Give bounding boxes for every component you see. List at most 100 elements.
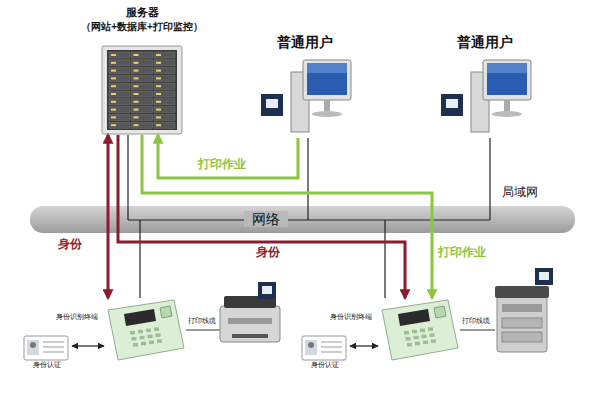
server-light [156, 70, 161, 72]
print-job-flow [158, 135, 298, 178]
server-slot [154, 83, 175, 89]
server-slot [154, 99, 175, 105]
pc-screen-glare [487, 63, 527, 73]
print-job-icon [441, 94, 463, 116]
printer-body [220, 306, 280, 342]
print-job-icon [261, 94, 283, 116]
server-light [134, 109, 139, 111]
id-card: 身份认证 [300, 332, 350, 372]
server-slot [109, 122, 130, 128]
id-card: 身份认证 [22, 332, 72, 372]
id-card-line [321, 347, 342, 348]
cable-label: 打印线缆 [462, 317, 490, 325]
terminal-body [108, 300, 184, 360]
terminal-key [141, 342, 146, 346]
network-link [384, 233, 385, 298]
server-light [134, 101, 139, 103]
server-slot [109, 114, 130, 120]
network-name: 局域网 [502, 186, 538, 200]
node-title: 身份识别终端 [28, 313, 98, 321]
server-slot [132, 107, 153, 113]
icon-paper [262, 286, 272, 294]
print-job-paper [446, 99, 458, 108]
lan-drop [307, 206, 308, 220]
server-light [156, 54, 161, 56]
node-title: 网络 [244, 211, 288, 227]
terminal-key [146, 329, 151, 333]
pc-monitor [483, 60, 531, 100]
server-slot [154, 91, 175, 97]
terminal-key [407, 343, 412, 347]
flow-label: 打印作业 [438, 246, 486, 260]
printer-scanner [495, 286, 549, 298]
server-light [156, 62, 161, 64]
server-light [111, 124, 116, 126]
terminal-key [420, 329, 425, 333]
network-link [489, 138, 490, 206]
terminal-key [157, 339, 162, 343]
network-link [350, 345, 378, 346]
server-slot [109, 60, 130, 66]
server-light [156, 101, 161, 103]
server-slot [109, 91, 130, 97]
network-link [127, 135, 128, 206]
term-drawing [104, 298, 186, 362]
node-title: 身份识别终端 [302, 313, 372, 321]
server-slot [154, 75, 175, 81]
terminal-key [133, 343, 138, 347]
terminal-key [138, 330, 143, 334]
server-light [134, 93, 139, 95]
node-title: 服务器 [92, 6, 192, 19]
terminal-key [140, 336, 145, 340]
server-slot [109, 52, 130, 58]
terminal-key [430, 333, 435, 337]
server-slot [132, 114, 153, 120]
id-card-line [43, 347, 64, 348]
pc-base [492, 111, 522, 117]
printer-tray [502, 304, 542, 312]
terminal-key [406, 337, 411, 341]
flow-label: 身份 [256, 246, 280, 260]
print-job-icon [258, 282, 276, 299]
server-light [111, 101, 116, 103]
id-card-photo [27, 340, 39, 355]
server-light [156, 77, 161, 79]
server-node: 服务器（网站+数据库+打印监控） [92, 6, 192, 135]
flow-label: 身份 [58, 238, 82, 252]
server-light [134, 70, 139, 72]
server-light [134, 85, 139, 87]
pc-screen-glare [307, 63, 347, 73]
terminal-screen [124, 309, 156, 326]
server-light [111, 70, 116, 72]
server-slot [132, 99, 153, 105]
node-title: 身份认证 [295, 361, 355, 369]
server-slot [109, 83, 130, 89]
printer-cable [460, 330, 495, 331]
id-card-head [30, 342, 36, 348]
server-light [111, 85, 116, 87]
server-light [134, 54, 139, 56]
printer-drawer [502, 332, 542, 342]
cable-label: 打印线缆 [188, 317, 216, 325]
terminal-key [423, 341, 428, 345]
server-light [111, 77, 116, 79]
server-light [111, 109, 116, 111]
pc-monitor [303, 60, 351, 100]
printer-symbol [220, 296, 280, 342]
terminal-screen [398, 309, 430, 326]
id-terminal: 身份识别终端 [378, 298, 460, 362]
term-drawing [378, 298, 460, 362]
printer-cable [186, 330, 220, 331]
server-slot [109, 107, 130, 113]
print-job-icon [535, 268, 553, 285]
printer-symbol [495, 286, 549, 352]
server-slot [109, 75, 130, 81]
pc-screen [487, 63, 527, 95]
terminal-key [149, 341, 154, 345]
server-light [111, 93, 116, 95]
icon-plate [535, 268, 553, 285]
icon-plate [258, 282, 276, 299]
server-light [134, 77, 139, 79]
id-card-line [43, 352, 64, 353]
